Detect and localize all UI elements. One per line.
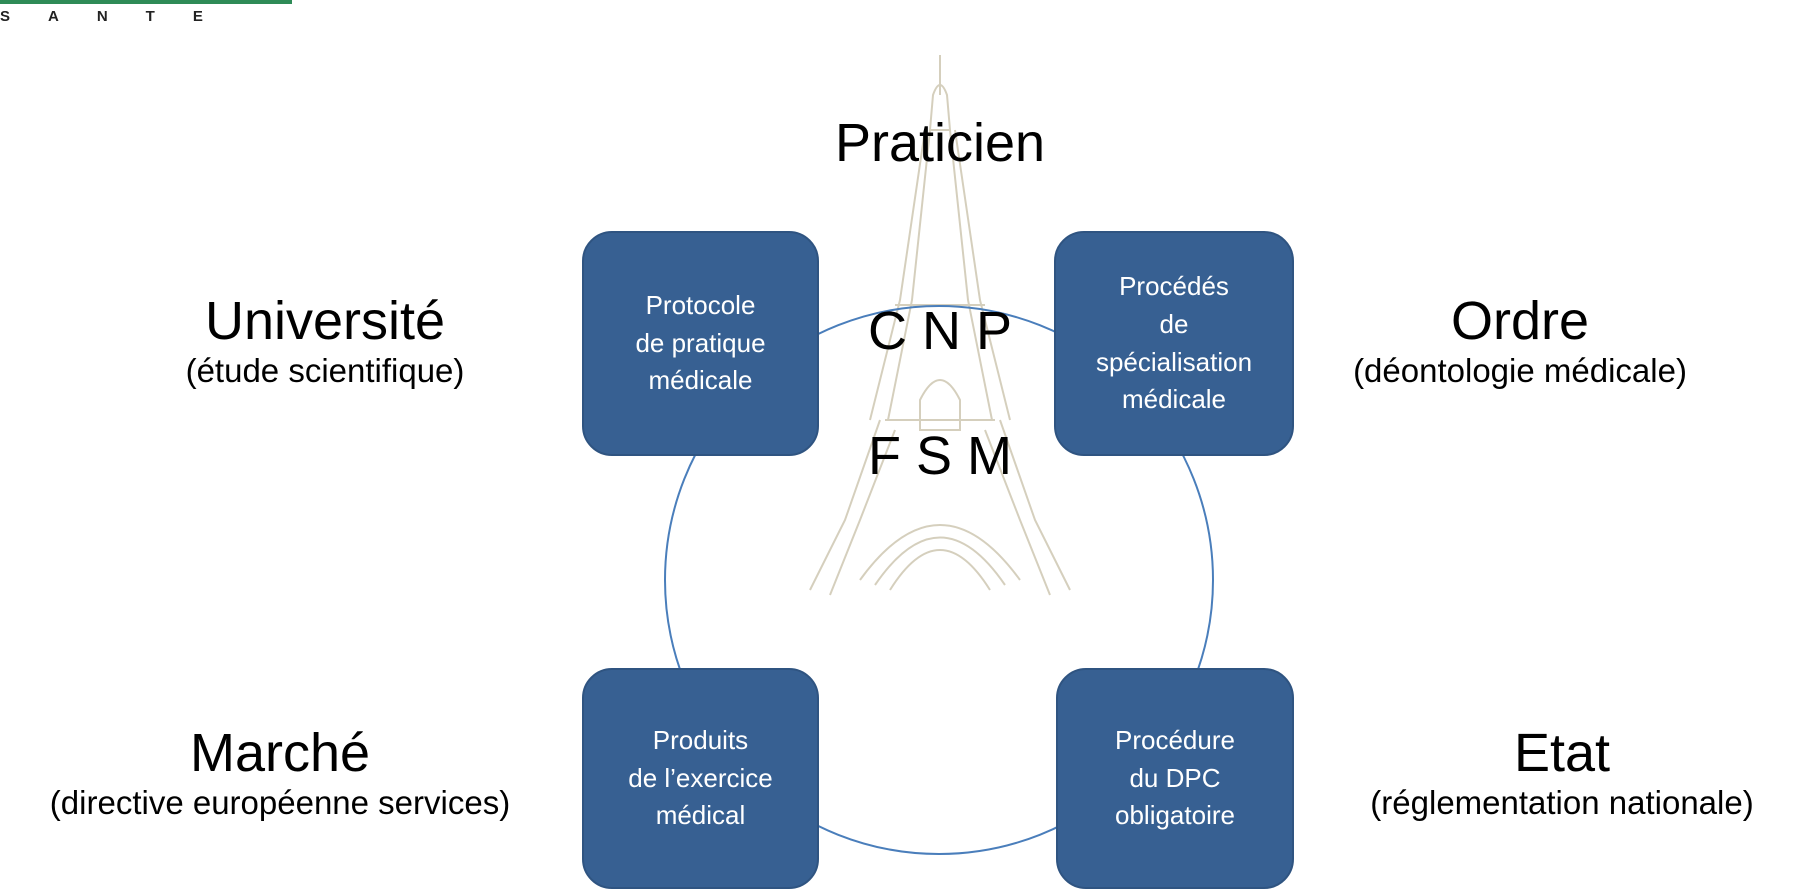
universite-title: Université: [204, 291, 446, 351]
connector-ring: [664, 305, 1214, 855]
node-procedure-line2: du DPC: [1129, 762, 1221, 793]
node-procedes-line1: Procédés: [1119, 271, 1229, 302]
logo-bar: [0, 0, 292, 4]
ordre-label: Ordre (déontologie médicale): [1310, 290, 1730, 390]
marche-title: Marché: [189, 723, 371, 783]
marche-label: Marché (directive européenne services): [0, 722, 560, 822]
etat-subtitle: (réglementation nationale): [1370, 784, 1754, 822]
praticien-title: Praticien: [834, 113, 1046, 173]
logo: SANTE: [0, 0, 300, 40]
fsm-label: F S M: [868, 426, 1012, 486]
node-procedure-line3: obligatoire: [1115, 800, 1235, 831]
universite-subtitle: (étude scientifique): [185, 352, 465, 390]
cnp-label: C N P: [867, 301, 1013, 361]
node-protocole-line3: médicale: [648, 365, 753, 396]
etat-label: Etat (réglementation nationale): [1322, 722, 1802, 822]
universite-label: Université (étude scientifique): [130, 290, 520, 390]
node-produits: Produits de l’exercice médical: [582, 668, 819, 889]
marche-subtitle: (directive européenne services): [49, 784, 511, 822]
node-protocole-line1: Protocole: [645, 289, 756, 320]
eiffel-tower-sketch: [809, 55, 1071, 596]
node-procedure-dpc: Procédure du DPC obligatoire: [1056, 668, 1294, 889]
node-protocole: Protocole de pratique médicale: [582, 231, 819, 456]
node-procedes: Procédés de spécialisation médicale: [1054, 231, 1294, 456]
node-procedes-line3: spécialisation: [1095, 346, 1253, 377]
node-protocole-line2: de pratique: [635, 327, 766, 358]
etat-title: Etat: [1513, 723, 1611, 783]
logo-text: SANTE: [0, 8, 241, 25]
node-procedure-line1: Procédure: [1115, 724, 1235, 755]
node-produits-line1: Produits: [652, 724, 749, 755]
node-procedes-line2: de: [1159, 308, 1189, 339]
node-produits-line2: de l’exercice: [628, 762, 773, 793]
node-procedes-line4: médicale: [1121, 384, 1227, 415]
node-produits-line3: médical: [655, 800, 746, 831]
ordre-title: Ordre: [1450, 291, 1590, 351]
ordre-subtitle: (déontologie médicale): [1353, 352, 1687, 390]
